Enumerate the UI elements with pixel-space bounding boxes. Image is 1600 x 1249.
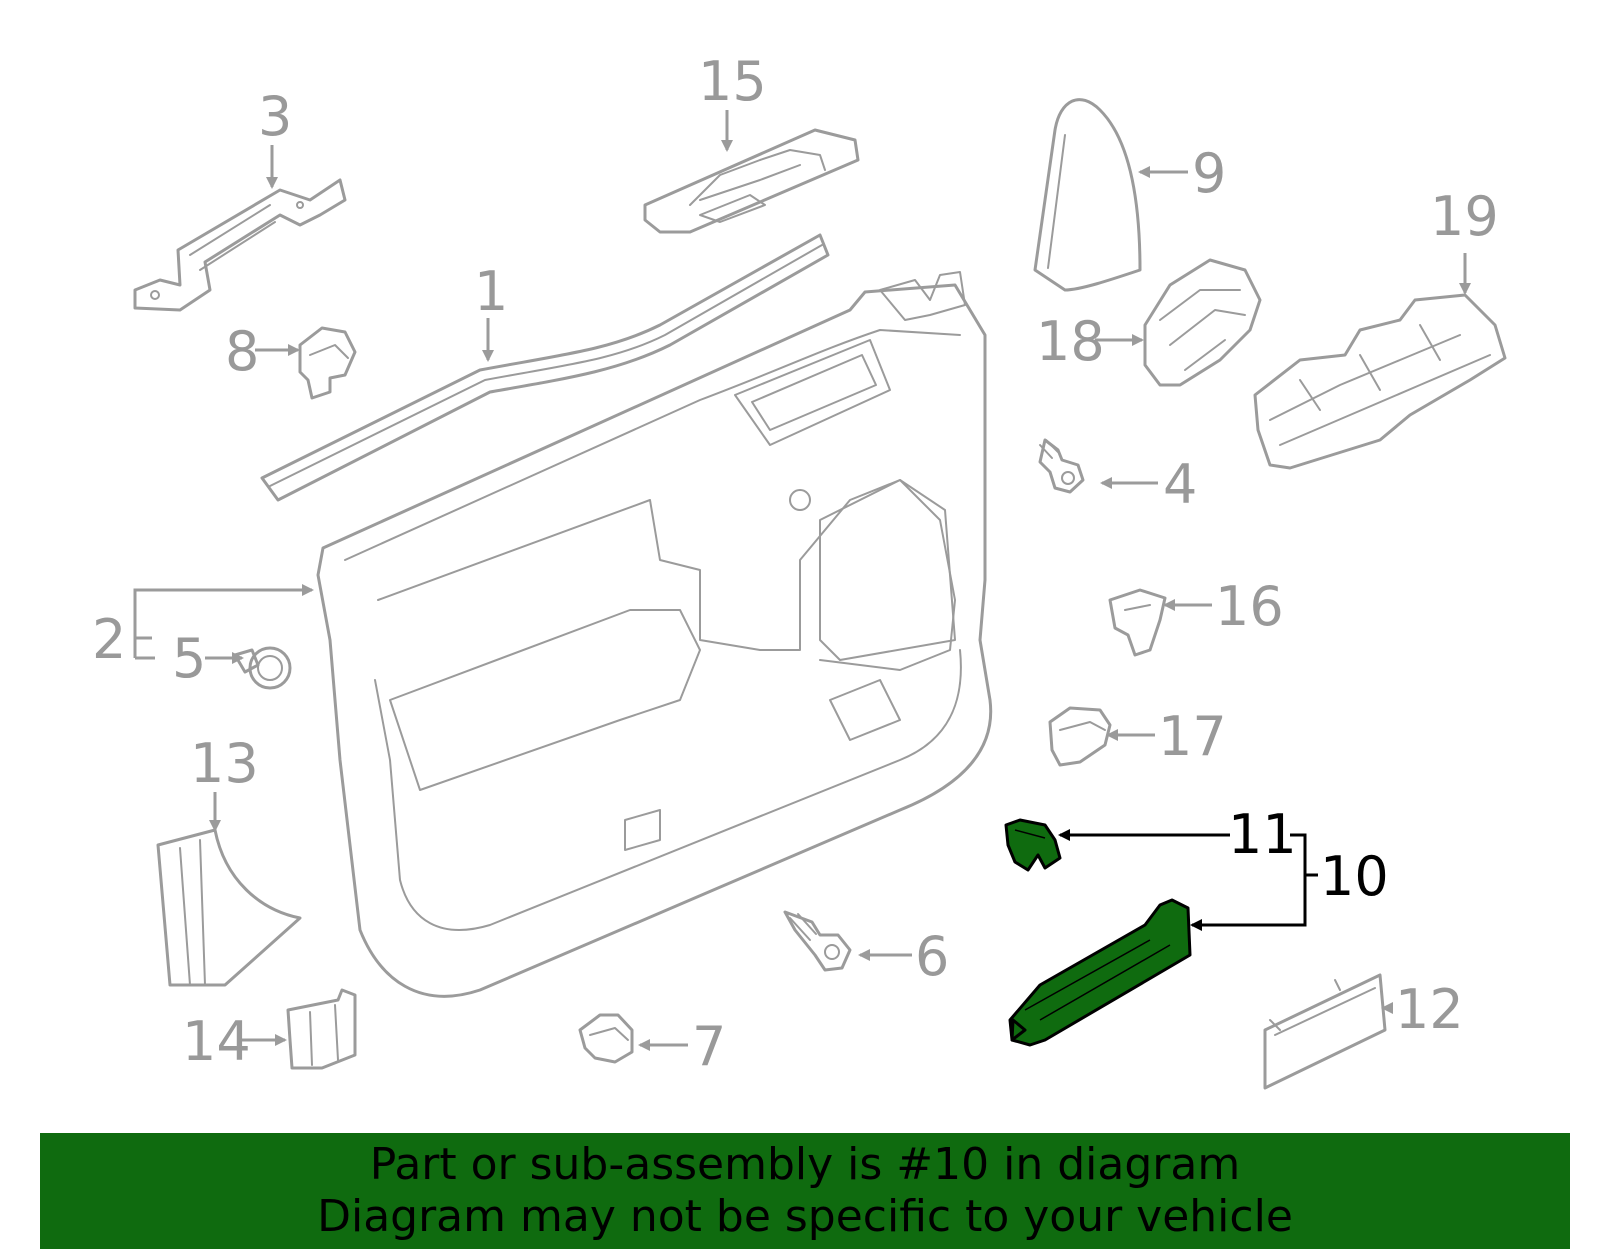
callout-6: 6 [915,925,949,988]
callout-16: 16 [1215,575,1284,638]
callout-11: 11 [1228,803,1297,866]
part-3-bracket [133,178,347,312]
callout-14: 14 [182,1010,251,1073]
part-18-switch [1143,258,1262,387]
part-16-clip [1108,588,1167,657]
part-2-door-trim-panel [316,271,993,998]
part-8-clip [298,326,357,400]
callout-7: 7 [692,1015,726,1078]
callout-8: 8 [225,320,259,383]
callout-13: 13 [190,732,259,795]
callout-9: 9 [1192,142,1226,205]
leader-lines [133,110,1471,1051]
part-17-clip [1048,706,1112,767]
callout-19: 19 [1430,185,1499,248]
callout-4: 4 [1163,453,1197,516]
part-9-trim-cover [1033,98,1142,292]
callout-10: 10 [1320,845,1389,908]
highlight-leader-lines [1058,829,1318,931]
part-19-switch-assembly [1253,293,1507,470]
callout-12: 12 [1395,978,1464,1041]
callout-18: 18 [1036,310,1105,373]
part-7-clip [578,1013,634,1064]
info-banner: Part or sub-assembly is #10 in diagram D… [40,1133,1570,1249]
part-6-screw [783,910,852,972]
part-14-bracket [286,988,357,1070]
part-4-screw [1038,438,1085,494]
part-12-bezel [1263,973,1387,1090]
part-1-belt-strip [260,233,830,502]
part-15-switch-bezel [643,128,860,234]
callout-3: 3 [258,85,292,148]
callout-15: 15 [698,50,767,113]
parts-diagram: 1 2 3 4 5 6 7 8 9 10 11 12 13 14 15 16 1… [92,50,1507,1090]
part-11-clip [1004,818,1062,872]
callout-1: 1 [474,260,508,323]
part-5-push-pin [233,646,292,690]
callout-17: 17 [1158,705,1227,768]
part-10-pull-handle [1008,898,1192,1047]
callout-5: 5 [172,627,206,690]
callout-2: 2 [92,608,126,671]
banner-line-2: Diagram may not be specific to your vehi… [317,1191,1293,1242]
banner-line-1: Part or sub-assembly is #10 in diagram [369,1139,1241,1190]
part-13-cover [156,828,302,987]
